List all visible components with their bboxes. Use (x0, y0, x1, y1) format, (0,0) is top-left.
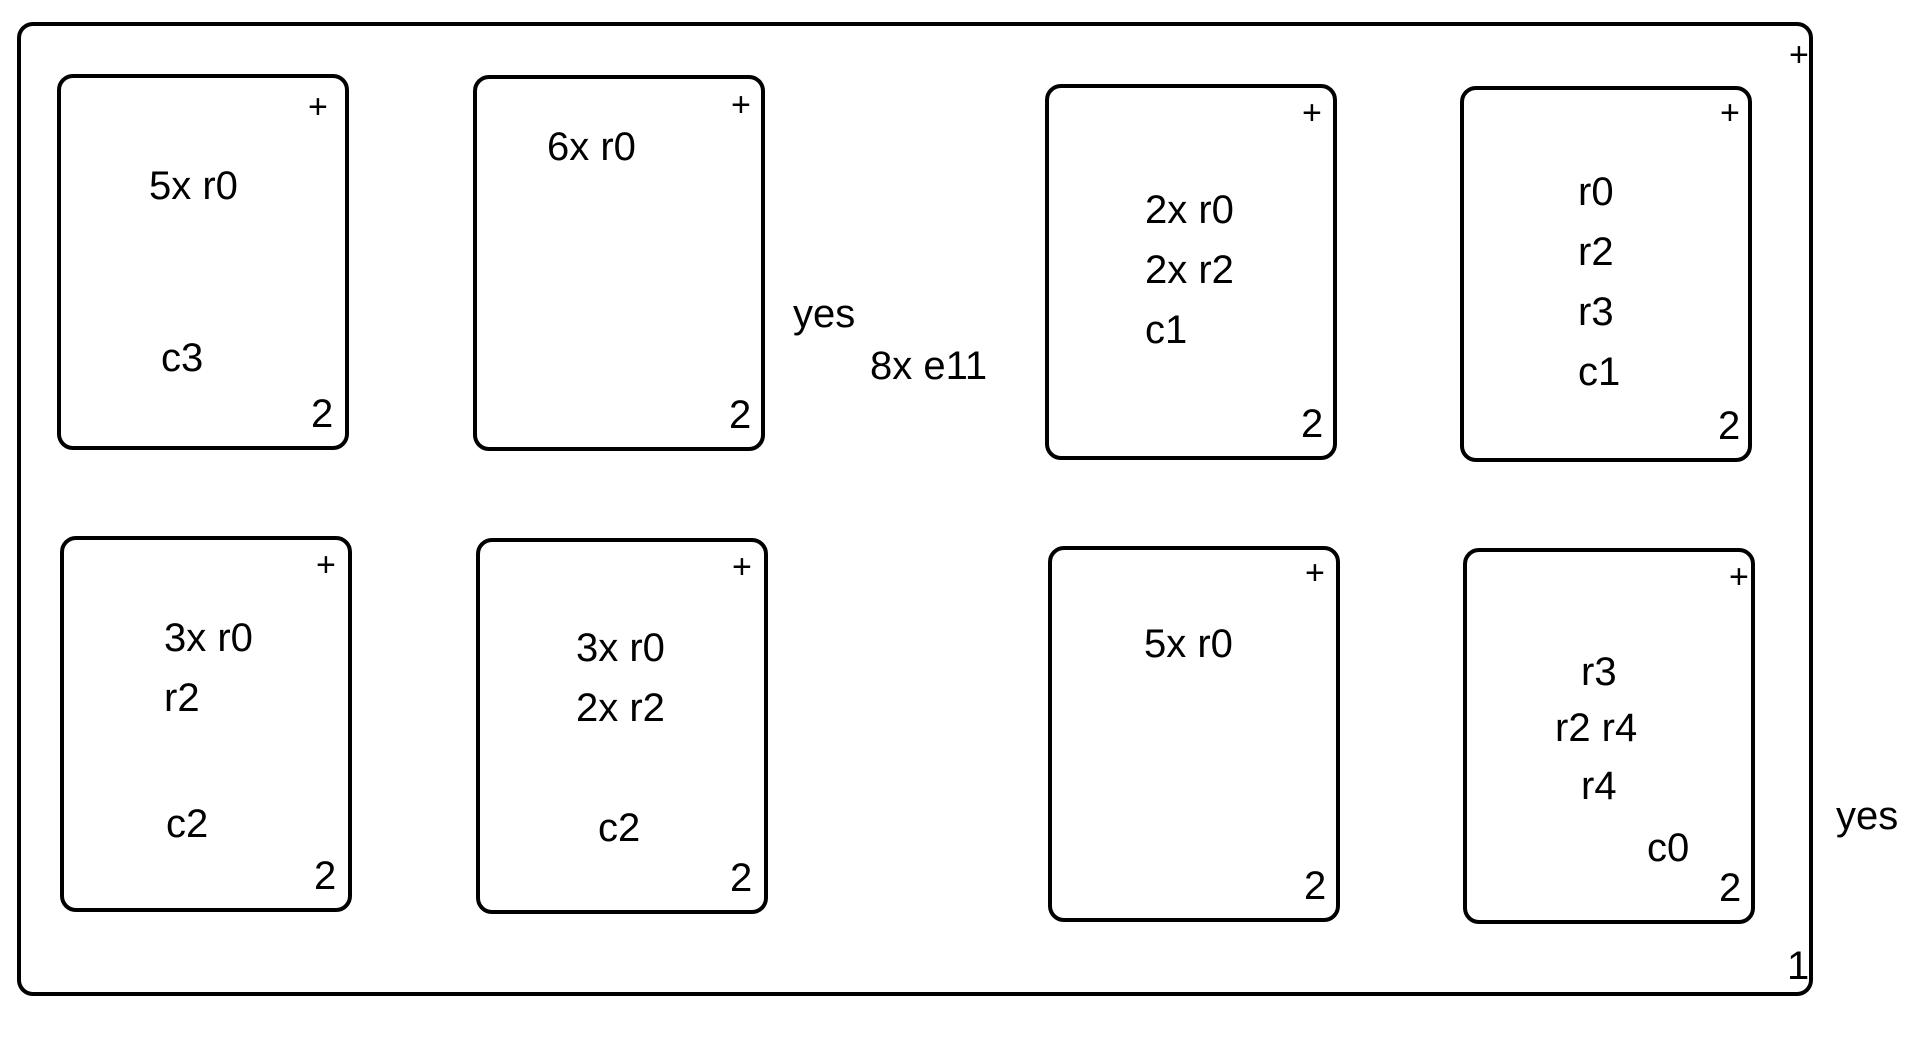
middle-yes-label: yes (793, 292, 856, 336)
middle-edge-label: 8x e11 (870, 344, 988, 388)
card-line: c1 (1145, 308, 1188, 352)
card-3: + 2 2x r0 2x r2 c1 (1045, 84, 1337, 460)
card-line: r3 (1581, 650, 1617, 694)
card-8: + 2 r3 r2 r4 r4 c0 (1463, 548, 1755, 924)
card-plus-icon: + (1305, 554, 1325, 592)
card-plus-icon: + (732, 548, 752, 586)
card-line: 6x r0 (547, 125, 636, 169)
card-6: + 2 3x r0 2x r2 c2 (476, 538, 768, 914)
card-number: 2 (730, 856, 753, 900)
card-line: c2 (166, 802, 209, 846)
card-line: r2 (1578, 230, 1614, 274)
card-line: c2 (598, 806, 641, 850)
outer-plus-icon: + (1789, 36, 1809, 74)
card-line: 2x r2 (1145, 248, 1234, 292)
card-plus-icon: + (731, 86, 751, 124)
card-7: + 2 5x r0 (1048, 546, 1340, 922)
card-plus-icon: + (1302, 94, 1322, 132)
card-plus-icon: + (1720, 94, 1740, 132)
card-number: 2 (1719, 866, 1742, 910)
card-number: 2 (1301, 402, 1324, 446)
card-2: + 2 6x r0 (473, 75, 765, 451)
card-line: c3 (161, 336, 204, 380)
card-4: + 2 r0 r2 r3 c1 (1460, 86, 1752, 462)
card-line: c1 (1578, 350, 1621, 394)
card-line: 2x r2 (576, 686, 665, 730)
card-line: r2 r4 (1555, 706, 1638, 750)
card-line: 5x r0 (1144, 622, 1233, 666)
card-number: 2 (311, 392, 334, 436)
card-line: r2 (164, 676, 200, 720)
card-number: 2 (729, 393, 752, 437)
card-1: + 2 5x r0 c3 (57, 74, 349, 450)
card-number: 2 (314, 854, 337, 898)
card-plus-icon: + (308, 88, 328, 126)
card-plus-icon: + (316, 546, 336, 584)
card-line: 3x r0 (576, 626, 665, 670)
card-5: + 2 3x r0 r2 c2 (60, 536, 352, 912)
card-line: r0 (1578, 170, 1614, 214)
card-line: c0 (1647, 826, 1690, 870)
outer-number: 1 (1787, 944, 1810, 988)
card-number: 2 (1304, 864, 1327, 908)
card-line: 2x r0 (1145, 188, 1234, 232)
card-line: 3x r0 (164, 616, 253, 660)
card-line: r4 (1581, 764, 1617, 808)
card-plus-icon: + (1729, 558, 1749, 596)
card-line: 5x r0 (149, 164, 238, 208)
outer-yes-label: yes (1836, 794, 1899, 838)
card-line: r3 (1578, 290, 1614, 334)
card-number: 2 (1718, 404, 1741, 448)
outer-container: + 1 (17, 22, 1813, 996)
